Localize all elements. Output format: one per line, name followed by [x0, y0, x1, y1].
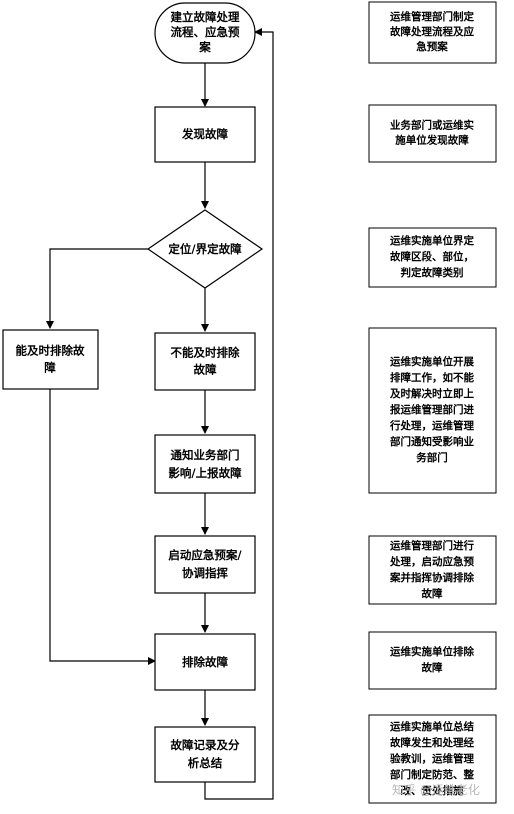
node-label-can-fix-line-2: 障: [44, 361, 56, 375]
note-label-n5-line-2: 处理，启动应急预: [389, 555, 474, 568]
note-label-n7-line-3: 验教训，运维管理: [390, 752, 474, 765]
node-label-emergency-line-2: 协调指挥: [182, 566, 228, 580]
node-label-notify-line-2: 影响/上报故障: [168, 466, 242, 480]
note-box-7: [368, 714, 497, 804]
node-label-start-line-1: 建立故障处理: [171, 10, 240, 24]
note-label-n1-line-2: 故障处理流程及应: [390, 25, 474, 38]
note-label-n4-line-3: 及时解决时立即上: [390, 387, 474, 400]
note-label-n2-line-1: 业务部门或运维实: [390, 119, 474, 132]
start-terminator: [154, 2, 256, 64]
note-box-1: [368, 1, 497, 64]
arrow-decision-to-can-fix: [46, 248, 148, 329]
node-label-decision-line-1: 定位/界定故障: [168, 242, 242, 256]
emergency-box: [154, 535, 256, 594]
connectors: [46, 28, 274, 800]
note-box-5: [368, 535, 497, 605]
note-label-n1-line-1: 运维管理部门制定: [390, 10, 474, 23]
node-label-notify-line-1: 通知业务部门: [171, 448, 240, 462]
note-label-n7-line-5: 改、责处措施: [401, 784, 464, 797]
note-label-n4-line-7: 务部门: [416, 451, 448, 464]
note-label-n2-line-2: 施单位发现故障: [395, 134, 469, 147]
note-box-2: [368, 104, 497, 163]
watermark: 知乎 @运维老化: [392, 783, 480, 797]
note-label-n5-line-4: 故障: [422, 587, 443, 600]
note-box-6: [368, 631, 497, 690]
note-label-n6-line-2: 故障: [422, 661, 443, 674]
note-label-n3-line-3: 判定故障类别: [401, 266, 464, 279]
record-box: [154, 726, 256, 783]
node-label-can-fix-line-1: 能及时排除故: [16, 344, 85, 358]
note-label-n7-line-2: 故障发生和处理经: [390, 736, 474, 749]
can-fix-box: [2, 329, 99, 390]
node-label-cannot-fix-line-2: 故障: [194, 363, 217, 377]
resolve-box: [154, 633, 256, 691]
note-label-n4-line-2: 排障工作，如不能: [390, 371, 474, 384]
note-label-n1-line-3: 急预案: [416, 40, 448, 53]
note-label-n3-line-2: 故障区段、部位，: [390, 250, 474, 263]
node-label-discover-line-1: 发现故障: [181, 127, 228, 141]
note-label-n5-line-1: 运维管理部门进行: [390, 539, 474, 552]
node-label-emergency-line-1: 启动应急预案/: [168, 548, 242, 562]
node-label-record-line-2: 析总结: [188, 756, 223, 770]
note-box-4: [368, 327, 497, 494]
notify-box: [154, 434, 256, 494]
node-label-record-line-1: 故障记录及分: [171, 738, 240, 752]
note-label-n7-line-4: 部门制定防范、整: [390, 768, 474, 781]
note-label-n5-line-3: 案并指挥协调排除: [389, 571, 474, 584]
note-box-3: [368, 227, 497, 288]
note-label-n7-line-1: 运维实施单位总结: [390, 720, 474, 733]
node-label-start-line-3: 案: [198, 40, 211, 54]
node-label-start-line-2: 流程、应急预: [171, 25, 240, 39]
side-notes: [368, 1, 497, 804]
note-label-n4-line-4: 报运维管理部门进: [390, 403, 474, 416]
arrow-record-loop-to-start: [204, 28, 274, 800]
note-label-n4-line-6: 部门通知受影响业: [390, 435, 474, 448]
note-label-n4-line-5: 行处理，运维管理: [389, 419, 474, 432]
arrow-can-fix-to-resolve: [49, 389, 156, 665]
note-label-n6-line-1: 运维实施单位排除: [390, 645, 474, 658]
node-label-resolve-line-1: 排除故障: [182, 655, 228, 669]
decision-diamond: [146, 209, 264, 289]
flow-nodes: [2, 2, 264, 783]
side-note-labels: 运维管理部门制定故障处理流程及应急预案业务部门或运维实施单位发现故障运维实施单位…: [389, 10, 474, 797]
discover-box: [154, 106, 256, 163]
note-label-n3-line-1: 运维实施单位界定: [390, 234, 474, 247]
cannot-fix-box: [154, 332, 256, 391]
node-label-cannot-fix-line-1: 不能及时排除: [171, 346, 240, 360]
note-label-n4-line-1: 运维实施单位开展: [390, 355, 474, 368]
